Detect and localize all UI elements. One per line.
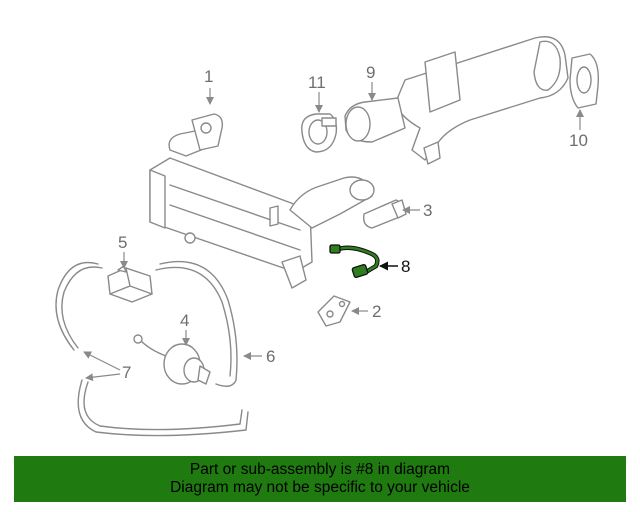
callout-8: 8 bbox=[401, 257, 410, 276]
callout-2: 2 bbox=[372, 302, 381, 321]
callout-9: 9 bbox=[366, 63, 375, 82]
info-banner: Part or sub-assembly is #8 in diagram Di… bbox=[14, 456, 626, 502]
clamp-part-3 bbox=[362, 199, 407, 229]
egr-cooler-part-1 bbox=[149, 113, 375, 289]
callout-1: 1 bbox=[204, 67, 213, 86]
callout-5: 5 bbox=[118, 233, 127, 252]
callout-11: 11 bbox=[308, 73, 326, 92]
actuator-part-4 bbox=[133, 334, 211, 385]
valve-part-5 bbox=[107, 265, 153, 303]
egr-pipe-part-9 bbox=[344, 36, 569, 165]
callout-6: 6 bbox=[266, 347, 275, 366]
sensor-harness-part-8 bbox=[329, 244, 380, 279]
vacuum-hoses-part-6-7 bbox=[55, 260, 249, 437]
bracket-part-2 bbox=[317, 295, 351, 327]
parts-diagram: 1 2 3 4 5 6 7 8 9 10 11 bbox=[55, 36, 600, 437]
callout-leaders bbox=[83, 82, 584, 382]
banner-line-1: Part or sub-assembly is #8 in diagram bbox=[189, 461, 451, 478]
banner-line-2: Diagram may not be specific to your vehi… bbox=[170, 479, 470, 496]
callout-7: 7 bbox=[122, 363, 131, 382]
callout-10: 10 bbox=[569, 131, 588, 150]
callout-3: 3 bbox=[423, 201, 432, 220]
gasket-part-10 bbox=[569, 53, 600, 109]
callout-4: 4 bbox=[180, 311, 189, 330]
clamp-part-11 bbox=[301, 113, 338, 153]
